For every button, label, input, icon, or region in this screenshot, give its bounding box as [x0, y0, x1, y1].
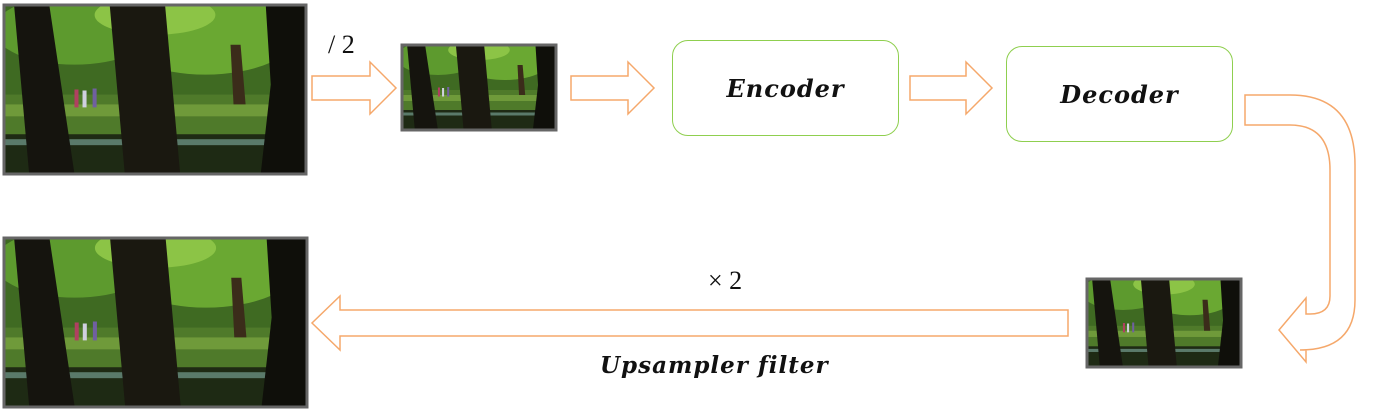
- to-decoder-arrow: [909, 60, 994, 116]
- downscale-label: / 2: [328, 30, 355, 59]
- decoded-image: [1085, 277, 1243, 369]
- encoder-block: Encoder: [672, 40, 899, 136]
- to-encoder-arrow: [570, 60, 656, 116]
- upsample-arrow: [310, 294, 1069, 352]
- decoder-block: Decoder: [1006, 46, 1233, 142]
- upsampler-caption: Upsampler filter: [600, 352, 829, 379]
- input-image: [2, 3, 308, 176]
- downscaled-image: [400, 43, 558, 132]
- downscale-arrow: [311, 60, 398, 116]
- upscale-label: × 2: [708, 266, 743, 295]
- encoder-label: Encoder: [726, 73, 845, 103]
- curved-return-arrow: [1244, 94, 1356, 365]
- output-image: [2, 236, 309, 409]
- decoder-label: Decoder: [1060, 79, 1179, 109]
